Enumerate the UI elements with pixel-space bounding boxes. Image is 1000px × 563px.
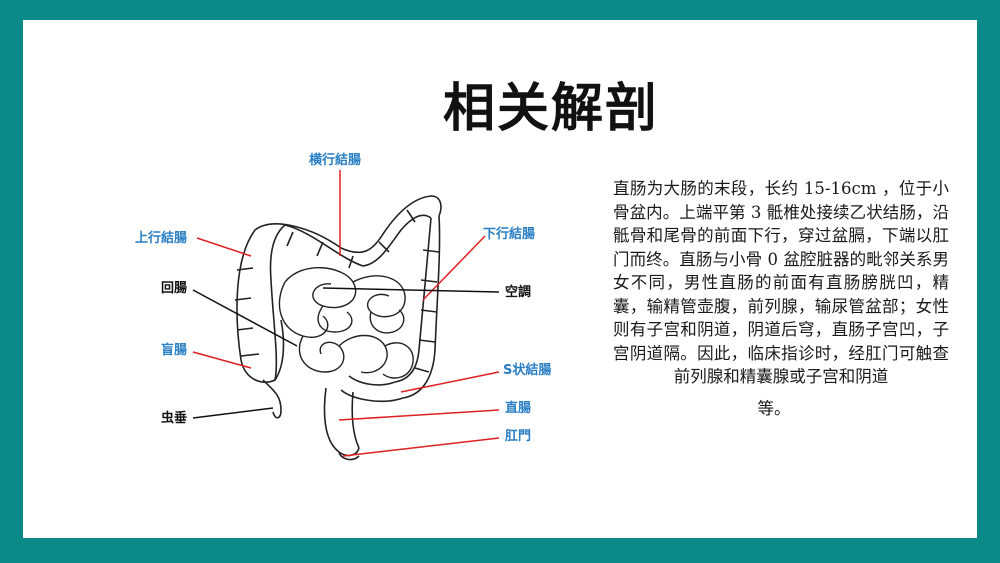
line-sigmoid-colon	[400, 371, 500, 393]
line-jejunum	[322, 287, 500, 293]
label-transverse-colon: 横行結腸	[309, 152, 361, 168]
label-anus: 肛門	[505, 429, 531, 444]
label-lines	[192, 170, 500, 457]
label-descending-colon: 下行結腸	[483, 226, 535, 242]
label-ileum: 回腸	[161, 281, 187, 296]
line-cecum	[192, 351, 252, 369]
small-intestine-illustration	[278, 267, 414, 379]
line-anus	[342, 437, 500, 457]
label-sigmoid-colon: S状結腸	[503, 362, 551, 378]
label-appendix: 虫垂	[161, 410, 187, 426]
description-paragraph: 直肠为大肠的末段，长约 15-16cm ，位于小骨盆内。上端平第 3 骶椎处接续…	[613, 179, 949, 386]
description-end: 等。	[757, 398, 791, 418]
page-title: 相关解剖	[443, 79, 660, 139]
label-rectum: 直腸	[505, 400, 531, 416]
intestine-diagram: 横行結腸 上行結腸 下行結腸 回腸 空調 盲腸 S状結腸 虫垂 直腸 肛門	[135, 152, 551, 461]
colon-illustration	[234, 195, 442, 461]
label-cecum: 盲腸	[161, 342, 187, 358]
label-ascending-colon: 上行結腸	[135, 230, 187, 246]
line-ascending-colon	[196, 237, 252, 257]
description-text: 直肠为大肠的末段，长约 15-16cm ，位于小骨盆内。上端平第 3 骶椎处接续…	[613, 177, 949, 420]
line-ileum	[192, 289, 298, 347]
line-rectum	[338, 409, 500, 421]
line-descending-colon	[422, 235, 486, 301]
slide: 相关解剖	[23, 20, 977, 538]
label-jejunum: 空調	[505, 284, 531, 300]
line-appendix	[192, 407, 274, 419]
